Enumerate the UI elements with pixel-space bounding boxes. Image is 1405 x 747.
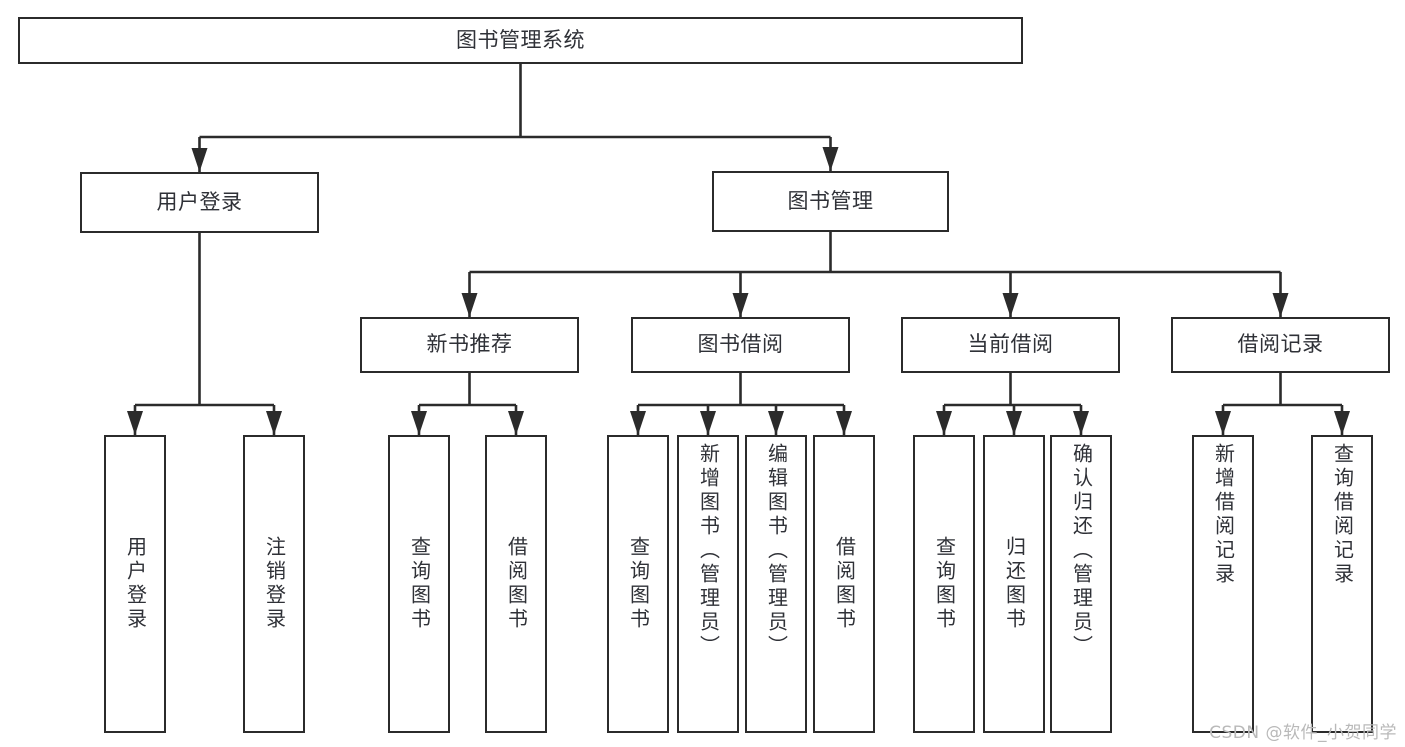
root-node-图书管理系统[interactable]: 图书管理系统 [18, 17, 1023, 64]
arrowhead-icon [1073, 411, 1089, 435]
leaf-node-编辑图书管理员[interactable]: 编辑图书（管理员） [745, 435, 807, 733]
leaf-node-查询借阅记录[interactable]: 查询借阅记录 [1311, 435, 1373, 733]
level3-node-图书借阅[interactable]: 图书借阅 [631, 317, 850, 373]
node-label: 用户登录 [156, 189, 243, 214]
node-label: 归还图书 [1002, 536, 1027, 632]
leaf-node-查询图书[interactable]: 查询图书 [607, 435, 669, 733]
arrowhead-icon [936, 411, 952, 435]
arrowhead-icon [768, 411, 784, 435]
node-label: 借阅记录 [1237, 332, 1324, 357]
node-label: 新书推荐 [426, 332, 513, 357]
leaf-node-归还图书[interactable]: 归还图书 [983, 435, 1045, 733]
leaf-node-新增图书管理员[interactable]: 新增图书（管理员） [677, 435, 739, 733]
arrowhead-icon [700, 411, 716, 435]
arrowhead-icon [266, 411, 282, 435]
arrowhead-icon [191, 148, 208, 172]
leaf-node-用户登录[interactable]: 用户登录 [104, 435, 166, 733]
node-label: 图书管理 [787, 188, 874, 213]
level2-node-用户登录[interactable]: 用户登录 [80, 172, 319, 233]
node-label: 查询图书 [407, 536, 432, 632]
node-label: 借阅图书 [832, 536, 857, 632]
arrowhead-icon [411, 411, 427, 435]
leaf-node-新增借阅记录[interactable]: 新增借阅记录 [1192, 435, 1254, 733]
arrowhead-icon [1215, 411, 1231, 435]
arrowhead-icon [822, 147, 839, 171]
level3-node-当前借阅[interactable]: 当前借阅 [901, 317, 1120, 373]
node-label: 确认归还（管理员） [1069, 443, 1094, 659]
leaf-node-查询图书[interactable]: 查询图书 [388, 435, 450, 733]
level3-node-借阅记录[interactable]: 借阅记录 [1171, 317, 1390, 373]
leaf-node-借阅图书[interactable]: 借阅图书 [485, 435, 547, 733]
leaf-node-借阅图书[interactable]: 借阅图书 [813, 435, 875, 733]
leaf-node-查询图书[interactable]: 查询图书 [913, 435, 975, 733]
node-label: 用户登录 [123, 536, 148, 632]
node-label: 借阅图书 [504, 536, 529, 632]
node-label: 查询图书 [626, 536, 651, 632]
arrowhead-icon [127, 411, 143, 435]
arrowhead-icon [836, 411, 852, 435]
arrowhead-icon [732, 293, 749, 317]
arrowhead-icon [630, 411, 646, 435]
arrowhead-icon [508, 411, 524, 435]
arrowhead-icon [1334, 411, 1350, 435]
node-label: 图书借阅 [697, 332, 784, 357]
node-label: 注销登录 [262, 536, 287, 632]
level2-node-图书管理[interactable]: 图书管理 [712, 171, 949, 232]
node-label: 新增借阅记录 [1211, 443, 1236, 587]
node-label: 查询借阅记录 [1330, 443, 1355, 587]
node-label: 查询图书 [932, 536, 957, 632]
node-label: 当前借阅 [967, 332, 1054, 357]
arrowhead-icon [1002, 293, 1019, 317]
node-label: 新增图书（管理员） [696, 443, 721, 659]
node-label: 图书管理系统 [456, 27, 585, 52]
arrowhead-icon [461, 293, 478, 317]
arrowhead-icon [1272, 293, 1289, 317]
level3-node-新书推荐[interactable]: 新书推荐 [360, 317, 579, 373]
leaf-node-确认归还管理员[interactable]: 确认归还（管理员） [1050, 435, 1112, 733]
leaf-node-注销登录[interactable]: 注销登录 [243, 435, 305, 733]
node-label: 编辑图书（管理员） [764, 443, 789, 659]
arrowhead-icon [1006, 411, 1022, 435]
